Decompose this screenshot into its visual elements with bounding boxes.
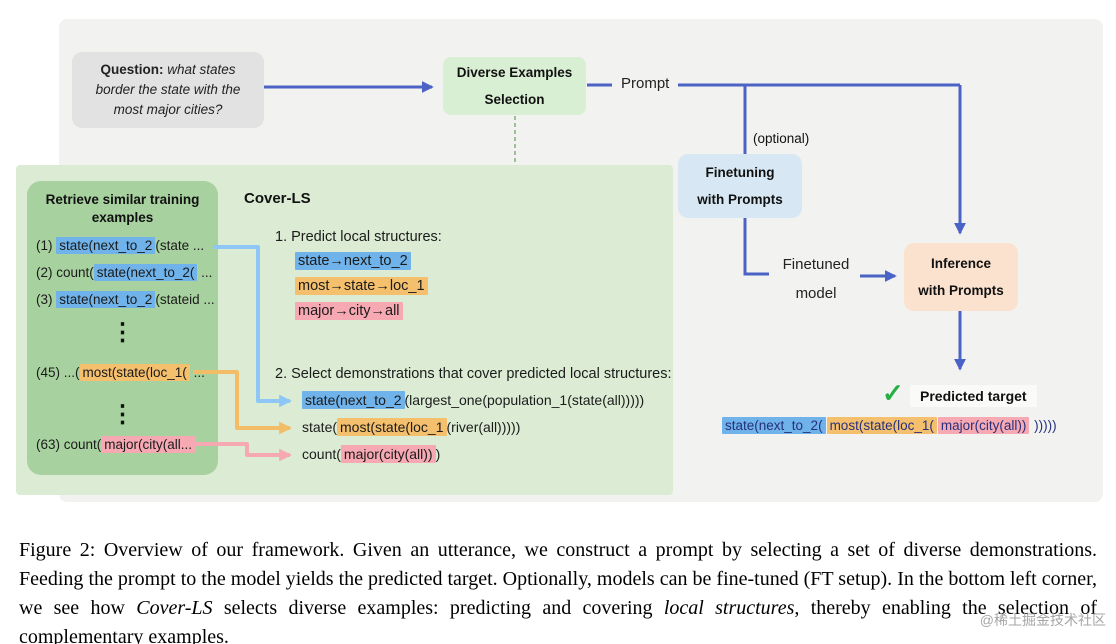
- demo-item-1: state(next_to_2(largest_one(population_1…: [302, 387, 644, 414]
- check-icon: ✓: [882, 378, 904, 408]
- question-utterance: what states border the state with the mo…: [95, 61, 241, 118]
- item-post: (stateid ...: [155, 292, 215, 307]
- item-number: (3): [36, 292, 57, 307]
- structure-text: major→city→all: [295, 302, 403, 320]
- item-pre: count(: [56, 265, 94, 280]
- demo-post: (largest_one(population_1(state(all))))): [404, 392, 645, 408]
- item-highlight: state(next_to_2: [56, 291, 156, 308]
- item-post: ...: [197, 265, 213, 280]
- retrieve-item-1: (1) state(next_to_2(state ...: [36, 237, 205, 254]
- item-number: (63): [36, 437, 64, 452]
- watermark: @稀土掘金技术社区: [979, 612, 1106, 628]
- finetuned-model-label: Finetuned model: [770, 251, 862, 308]
- figure-caption: Figure 2: Overview of our framework. Giv…: [19, 536, 1097, 644]
- predicted-segment-tail: ))))): [1030, 418, 1057, 433]
- demo-pre: state(: [302, 419, 338, 435]
- demonstrations-list: state(next_to_2(largest_one(population_1…: [302, 387, 644, 468]
- demo-highlight: most(state(loc_1: [337, 418, 447, 436]
- retrieve-item-63: (63) count(major(city(all...: [36, 436, 196, 453]
- retrieve-box-title: Retrieve similar training examples: [27, 191, 218, 227]
- demo-highlight: state(next_to_2: [302, 391, 405, 409]
- caption-segment-italic: Cover-LS: [136, 597, 213, 619]
- finetuned-model-line1: Finetuned: [782, 256, 850, 273]
- item-number: (2): [36, 265, 57, 280]
- question-text: Question: what states border the state w…: [80, 60, 256, 121]
- demo-item-2: state(most(state(loc_1(river(all))))): [302, 414, 644, 441]
- inference-box-line2: with Prompts: [918, 283, 1004, 298]
- finetuning-box-line2: with Prompts: [697, 192, 783, 207]
- diverse-box-line2: Selection: [484, 92, 545, 107]
- ellipsis-icon: ⋮: [110, 319, 135, 346]
- finetuned-model-line2: model: [795, 284, 837, 302]
- coverls-panel: Retrieve similar training examples (1) s…: [16, 165, 673, 495]
- item-highlight: most(state(loc_1(: [79, 364, 190, 381]
- prompt-label: Prompt: [612, 75, 679, 92]
- demo-post: ): [435, 446, 441, 462]
- retrieve-item-45: (45) ...(most(state(loc_1( ...: [36, 364, 205, 381]
- item-post: (state ...: [155, 238, 205, 253]
- predicted-segment-pink: major(city(all)): [937, 417, 1030, 434]
- retrieve-examples-box: Retrieve similar training examples (1) s…: [27, 181, 218, 475]
- question-box: Question: what states border the state w…: [72, 52, 264, 128]
- question-label: Question:: [100, 61, 164, 77]
- structure-text: most→state→loc_1: [295, 277, 428, 295]
- item-pre: count(: [63, 437, 102, 452]
- coverls-title: Cover-LS: [244, 190, 311, 207]
- finetuning-with-prompts-box: Finetuning with Prompts: [678, 154, 802, 218]
- local-structure-orange: most→state→loc_1: [295, 277, 428, 295]
- predicted-target-code: state(next_to_2(most(state(loc_1(major(c…: [722, 417, 1057, 434]
- item-pre: ...(: [63, 365, 80, 380]
- retrieve-title-line1: Retrieve similar training: [45, 192, 200, 207]
- demo-post: (river(all))))): [446, 419, 521, 435]
- demo-highlight: major(city(all)): [340, 445, 436, 463]
- optional-label: (optional): [753, 131, 810, 146]
- item-highlight: state(next_to_2: [56, 237, 156, 254]
- diverse-box-line1: Diverse Examples: [456, 65, 573, 80]
- diverse-examples-selection-box: Diverse Examples Selection: [443, 57, 586, 115]
- local-structure-blue: state→next_to_2: [295, 252, 428, 270]
- predicted-segment-orange: most(state(loc_1(: [826, 417, 937, 434]
- caption-segment-italic: local structures: [663, 597, 795, 619]
- caption-segment: Figure 2: Overview of our framework. Giv…: [19, 539, 1097, 619]
- item-number: (45): [36, 365, 64, 380]
- predicted-target-label: Predicted target: [910, 385, 1037, 407]
- retrieve-item-3: (3) state(next_to_2(stateid ...: [36, 291, 215, 308]
- ellipsis-icon: ⋮: [110, 401, 135, 428]
- finetuning-box-line1: Finetuning: [705, 165, 775, 180]
- caption-segment: , thereby enabling the selection of comp…: [19, 597, 1097, 644]
- inference-box-line1: Inference: [930, 256, 992, 271]
- caption-segment: selects diverse examples: predicting and…: [212, 597, 664, 619]
- item-post: ...: [189, 365, 205, 380]
- inference-with-prompts-box: Inference with Prompts: [904, 243, 1018, 311]
- structure-text: state→next_to_2: [295, 252, 411, 270]
- demo-pre: count(: [302, 446, 341, 462]
- demo-item-3: count(major(city(all))): [302, 441, 644, 468]
- predicted-segment-blue: state(next_to_2(: [722, 417, 826, 434]
- step1-heading: 1. Predict local structures:: [275, 229, 442, 245]
- item-highlight: major(city(all...: [101, 436, 196, 453]
- retrieve-item-2: (2) count(state(next_to_2( ...: [36, 264, 213, 281]
- retrieve-title-line2: examples: [91, 210, 154, 226]
- step2-heading: 2. Select demonstrations that cover pred…: [275, 366, 672, 382]
- item-number: (1): [36, 238, 57, 253]
- item-highlight: state(next_to_2(: [93, 264, 198, 281]
- local-structures-list: state→next_to_2 most→state→loc_1 major→c…: [295, 252, 428, 328]
- local-structure-pink: major→city→all: [295, 302, 428, 320]
